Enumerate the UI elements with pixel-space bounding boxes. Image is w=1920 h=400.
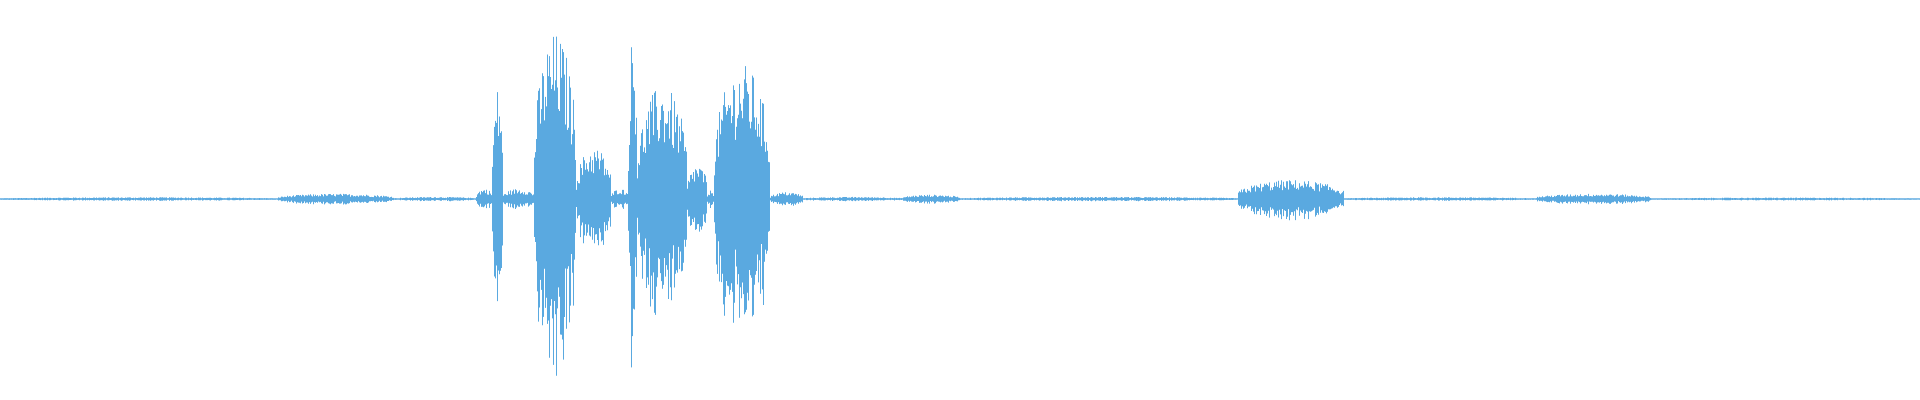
waveform-segment xyxy=(687,168,707,232)
waveform-segment xyxy=(534,36,576,376)
waveform-segment xyxy=(503,189,534,209)
waveform-segment xyxy=(1344,197,1536,201)
waveform-segment xyxy=(1651,197,1920,201)
waveform-segment xyxy=(576,150,611,246)
waveform-segment xyxy=(960,197,1238,202)
waveform-segment xyxy=(1536,193,1651,205)
waveform-segment xyxy=(278,193,394,205)
waveform-segment xyxy=(0,197,278,201)
waveform-segment xyxy=(902,194,960,204)
waveform-segment xyxy=(770,192,803,206)
waveform-segment xyxy=(637,91,687,315)
waveform-segment xyxy=(1238,180,1344,221)
waveform-segment xyxy=(803,196,902,202)
waveform-segment xyxy=(628,47,637,368)
waveform-segment xyxy=(394,197,476,202)
waveform-segment xyxy=(476,189,492,209)
waveform-segment xyxy=(492,92,503,302)
waveform-segment xyxy=(707,190,714,208)
waveform-segment xyxy=(714,66,770,323)
waveform-bars xyxy=(0,36,1920,376)
waveform-segment xyxy=(611,189,628,209)
